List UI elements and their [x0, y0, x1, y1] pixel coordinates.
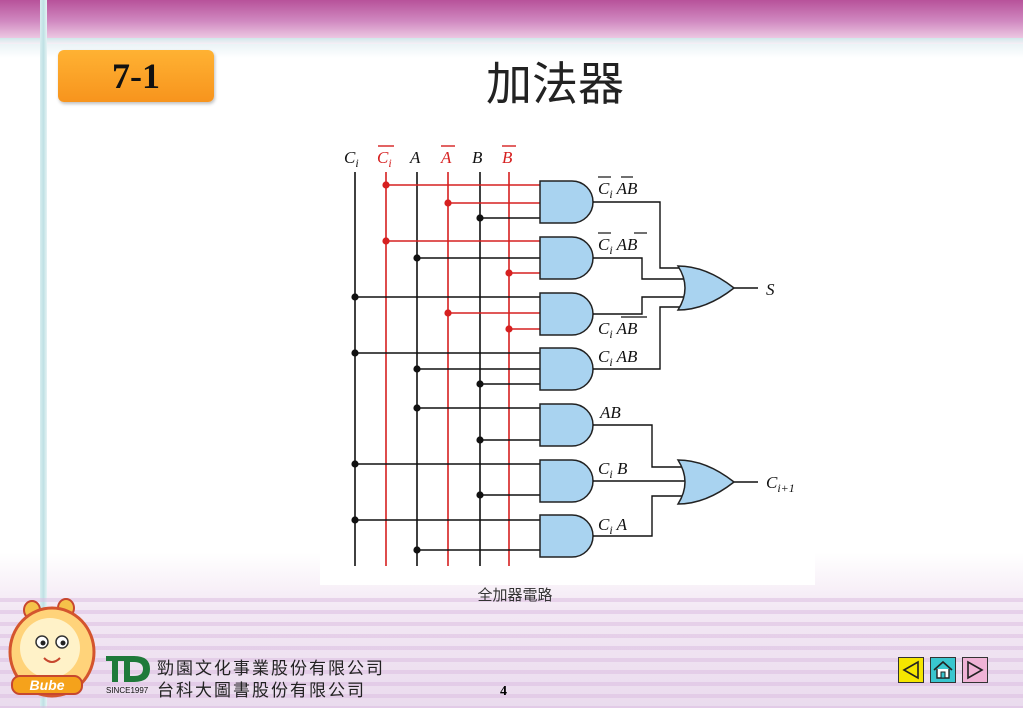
term-label-5: AB	[599, 403, 621, 422]
term-label-3: Ci AB	[598, 319, 638, 341]
footer-stripes	[0, 598, 1023, 708]
junction	[505, 269, 513, 277]
or-gate-sum	[676, 265, 736, 311]
junction	[476, 380, 484, 388]
mascot-icon: Bube	[8, 598, 96, 698]
and-gate-7	[539, 514, 594, 558]
junction	[351, 516, 359, 524]
term-label-7: Ci A	[598, 515, 628, 537]
label-sub: i	[388, 156, 391, 170]
input-label-ci: Ci	[344, 148, 359, 170]
junction	[476, 436, 484, 444]
header-divider	[0, 38, 1023, 44]
junction	[476, 214, 484, 222]
previous-icon	[902, 660, 919, 680]
mascot-text: Bube	[30, 677, 65, 693]
input-label-b-bar: B	[502, 148, 513, 167]
term-label-4: Ci AB	[598, 347, 638, 369]
page-number: 4	[500, 684, 507, 699]
and-gate-1	[539, 180, 594, 224]
company-name-1: 勁園文化事業股份有限公司	[157, 659, 385, 679]
diagram-caption: 全加器電路	[477, 586, 553, 604]
previous-button[interactable]	[898, 657, 924, 683]
junction	[413, 365, 421, 373]
decor-horizontal-stripe	[0, 44, 1023, 58]
term-labels: Ci AB Ci AB Ci AB Ci AB AB Ci B Ci A S C…	[598, 176, 795, 537]
or-input-wires	[593, 201, 758, 537]
input-label-a-bar: A	[440, 148, 452, 167]
and-gate-5	[539, 403, 594, 447]
carry-var: C	[766, 473, 778, 492]
junction	[413, 404, 421, 412]
junction	[444, 199, 452, 207]
junction-dots	[351, 181, 513, 554]
and-gates	[539, 180, 594, 558]
input-label-b: B	[472, 148, 483, 167]
company-logo-icon	[106, 656, 150, 682]
or-gate-carry	[676, 459, 736, 505]
junction	[505, 325, 513, 333]
term-label-6: Ci B	[598, 459, 628, 481]
or-gates	[676, 265, 736, 505]
junction	[382, 181, 390, 189]
and-gate-4	[539, 347, 594, 391]
next-icon	[967, 660, 984, 680]
junction	[413, 546, 421, 554]
next-button[interactable]	[962, 657, 988, 683]
term-label-1: Ci AB	[598, 179, 638, 201]
home-button[interactable]	[930, 657, 956, 683]
company-name-2: 台科大圖書股份有限公司	[157, 681, 366, 701]
decor-vertical-stripe	[40, 0, 47, 708]
and-gate-6	[539, 459, 594, 503]
carry-sub: i+1	[777, 481, 794, 495]
label-sub: i	[355, 156, 358, 170]
junction	[413, 254, 421, 262]
section-number: 7-1	[112, 56, 160, 96]
wire	[593, 257, 690, 280]
full-adder-diagram: Ci Ci A A B B	[320, 122, 815, 585]
carry-output-label: Ci+1	[766, 473, 795, 495]
gate-input-wires	[355, 184, 540, 551]
and-gate-2	[539, 236, 594, 280]
home-icon	[933, 660, 953, 679]
section-badge: 7-1	[58, 50, 214, 102]
full-adder-circuit: Ci Ci A A B B	[344, 145, 795, 566]
junction	[444, 309, 452, 317]
header-band	[0, 0, 1023, 38]
input-label-a: A	[409, 148, 421, 167]
wire	[593, 306, 685, 370]
junction	[351, 349, 359, 357]
wire	[593, 296, 690, 315]
junction	[476, 491, 484, 499]
wire	[593, 201, 685, 269]
term-label-2: Ci AB	[598, 235, 638, 257]
wire	[593, 495, 685, 537]
sum-output-label: S	[766, 280, 775, 299]
input-label-ci-bar: Ci	[377, 148, 392, 170]
page-title: 加法器	[486, 57, 624, 111]
junction	[351, 460, 359, 468]
junction	[382, 237, 390, 245]
since-label: SINCE1997	[106, 686, 149, 695]
wire	[593, 424, 685, 468]
input-labels: Ci Ci A A B B	[344, 145, 516, 170]
junction	[351, 293, 359, 301]
and-gate-3	[539, 292, 594, 336]
